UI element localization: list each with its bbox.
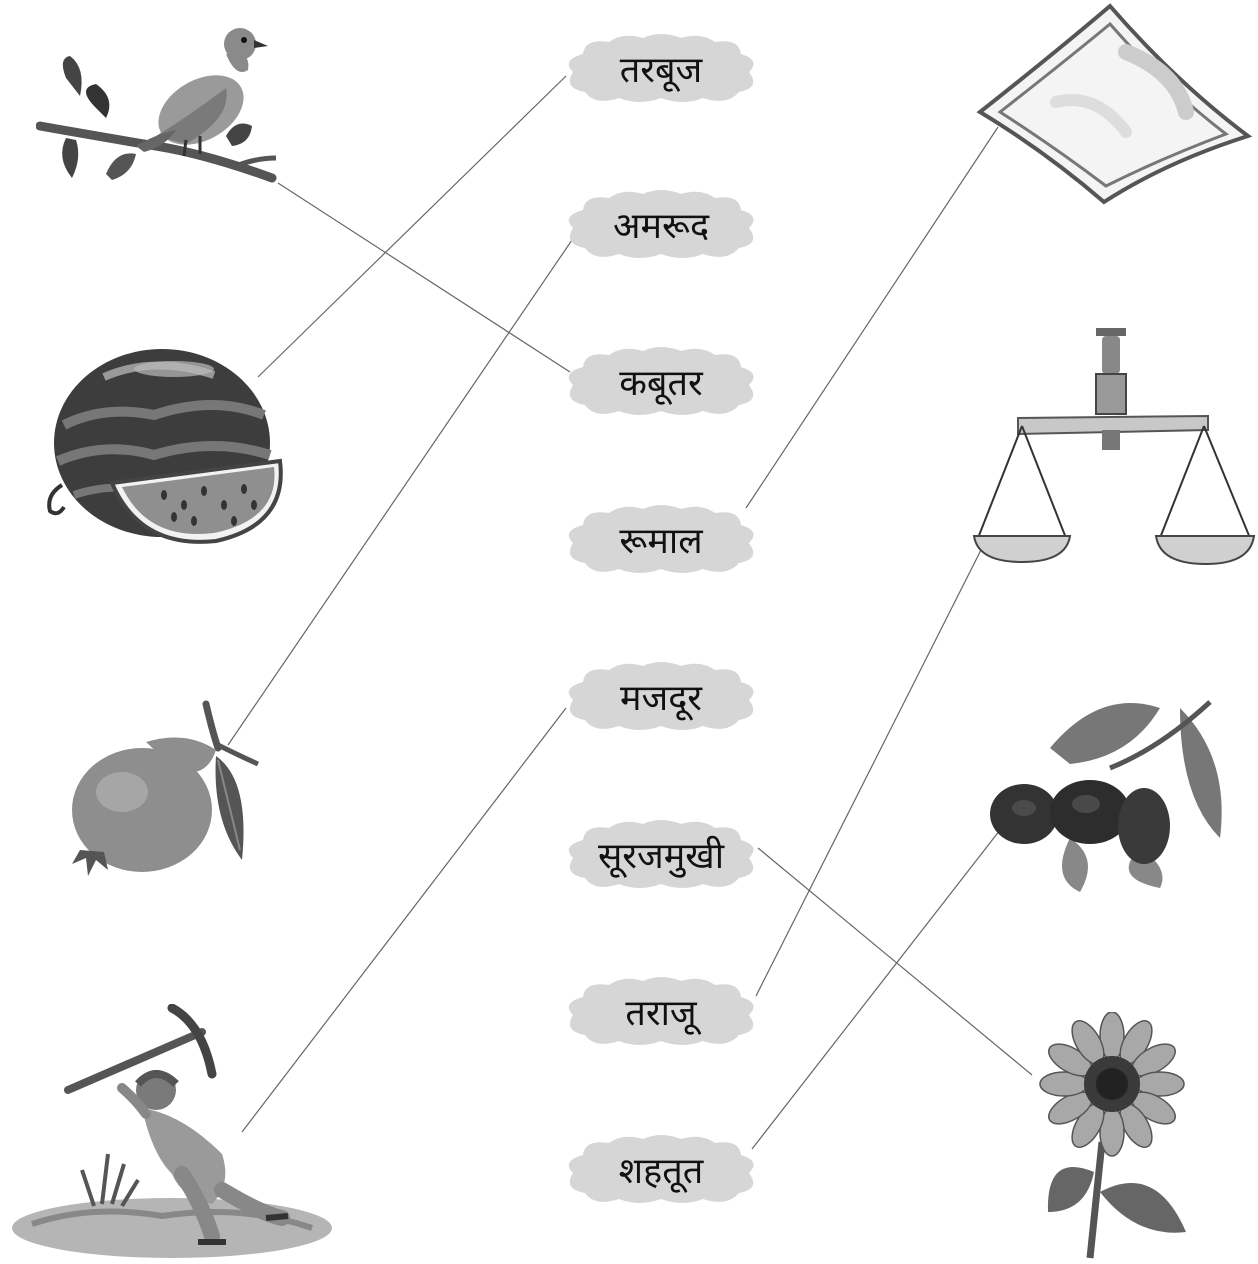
line-shahtoot-mulberry: [751, 829, 1001, 1150]
cloud-shape: [568, 977, 754, 1045]
watermelon-icon[interactable]: [44, 345, 284, 545]
mulberry-icon[interactable]: [990, 688, 1238, 894]
cloud-shape: [568, 190, 754, 258]
line-watermelon-tarbooj: [257, 75, 567, 378]
word-card-roomal[interactable]: रूमाल: [563, 503, 759, 575]
cloud-shape: [568, 505, 754, 573]
word-label: अमरूद: [612, 205, 710, 247]
word-card-soorajmukhi[interactable]: सूरजमुखी: [563, 818, 759, 890]
word-label: मजदूर: [619, 677, 703, 719]
line-laborer-majdoor: [241, 707, 567, 1133]
sunflower-icon[interactable]: [1026, 1012, 1206, 1262]
guava-icon[interactable]: [66, 700, 266, 890]
word-card-kabootar[interactable]: कबूतर: [563, 345, 759, 417]
line-guava-amrood: [227, 239, 573, 746]
word-label: तरबूज: [619, 49, 703, 91]
cloud-shape: [568, 1135, 754, 1203]
cloud-shape: [568, 820, 754, 888]
line-roomal-handkerchief: [745, 126, 999, 509]
word-label: कबूतर: [619, 362, 703, 404]
word-card-amrood[interactable]: अमरूद: [563, 188, 759, 260]
line-soorajmukhi-sunflower: [757, 847, 1033, 1076]
pigeon-icon[interactable]: [36, 18, 286, 188]
handkerchief-icon[interactable]: [976, 2, 1256, 207]
cloud-shape: [568, 662, 754, 730]
word-card-shahtoot[interactable]: शहतूत: [563, 1133, 759, 1205]
word-label: तराजू: [625, 992, 697, 1034]
word-card-tarbooj[interactable]: तरबूज: [563, 32, 759, 104]
word-label: शहतूत: [618, 1150, 704, 1192]
cloud-shape: [568, 347, 754, 415]
scale-icon[interactable]: [970, 326, 1256, 570]
laborer-icon[interactable]: [12, 1004, 332, 1260]
line-taraajoo-scale: [755, 543, 985, 997]
word-label: रूमाल: [619, 520, 703, 562]
line-pigeon-kabootar: [277, 182, 571, 373]
word-card-majdoor[interactable]: मजदूर: [563, 660, 759, 732]
word-label: सूरजमुखी: [597, 835, 725, 877]
word-card-taraajoo[interactable]: तराजू: [563, 975, 759, 1047]
cloud-shape: [568, 34, 754, 102]
